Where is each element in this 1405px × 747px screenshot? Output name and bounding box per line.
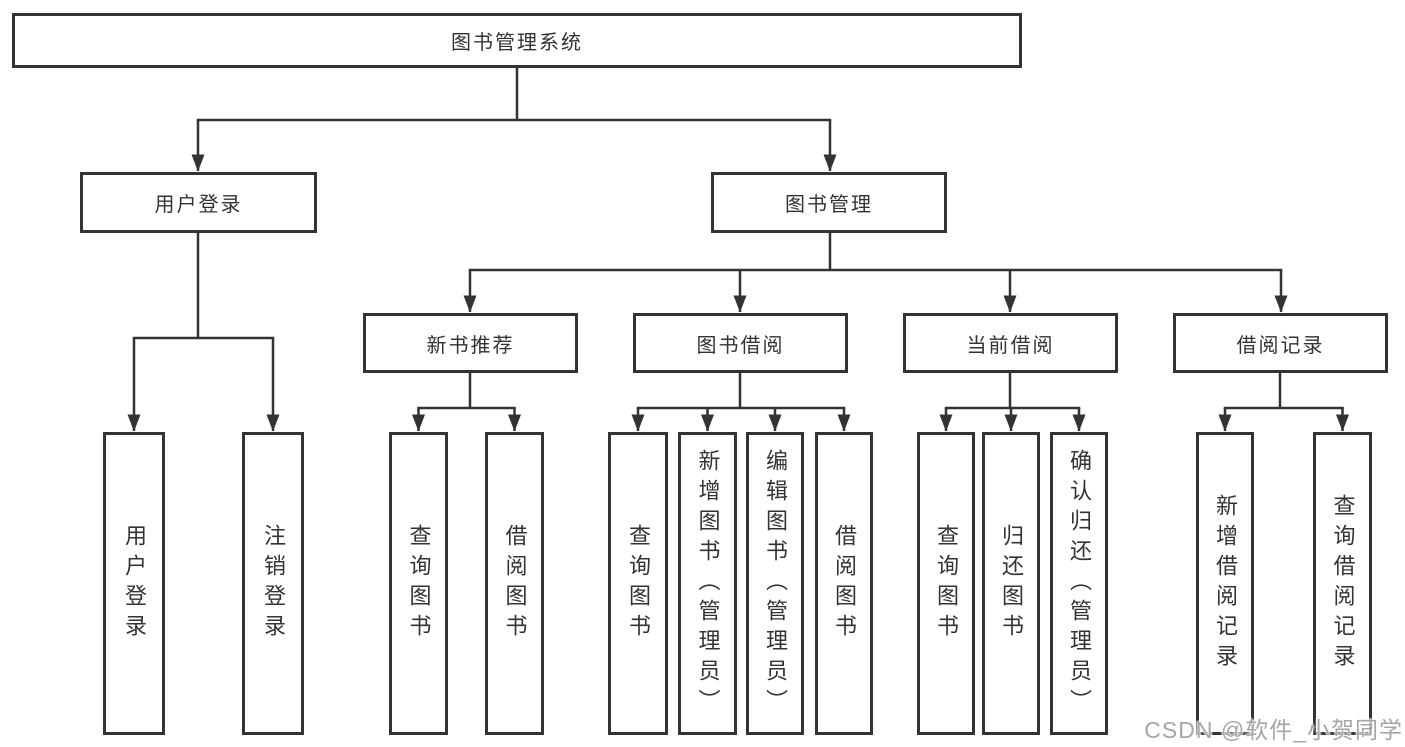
leaf-return-book: 归还图书: [982, 432, 1040, 735]
node-book-management: 图书管理: [711, 172, 947, 233]
node-user-login: 用户登录: [80, 172, 317, 233]
leaf-edit-book-admin: 编辑图书（管理员）: [746, 432, 804, 735]
node-new-book-recommendation: 新书推荐: [363, 313, 578, 373]
leaf-query-books-borrow: 查询图书: [608, 432, 668, 735]
leaf-logout: 注销登录: [242, 432, 304, 735]
node-borrowing-records: 借阅记录: [1173, 313, 1388, 373]
leaf-borrow-books-recommend: 借阅图书: [485, 432, 544, 735]
leaf-query-borrow-record: 查询借阅记录: [1313, 432, 1372, 735]
node-current-borrowing: 当前借阅: [903, 313, 1118, 373]
leaf-user-login: 用户登录: [103, 432, 165, 735]
leaf-add-borrow-record: 新增借阅记录: [1196, 432, 1254, 735]
csdn-watermark: CSDN @软件_小贺同学: [1144, 717, 1403, 743]
leaf-query-books-current: 查询图书: [917, 432, 975, 735]
node-library-management-system: 图书管理系统: [12, 13, 1022, 68]
leaf-borrow-books: 借阅图书: [815, 432, 873, 735]
leaf-add-book-admin: 新增图书（管理员）: [678, 432, 737, 735]
node-book-borrowing: 图书借阅: [633, 313, 848, 373]
leaf-query-books-recommend: 查询图书: [389, 432, 448, 735]
leaf-confirm-return-admin: 确认归还（管理员）: [1050, 432, 1108, 735]
